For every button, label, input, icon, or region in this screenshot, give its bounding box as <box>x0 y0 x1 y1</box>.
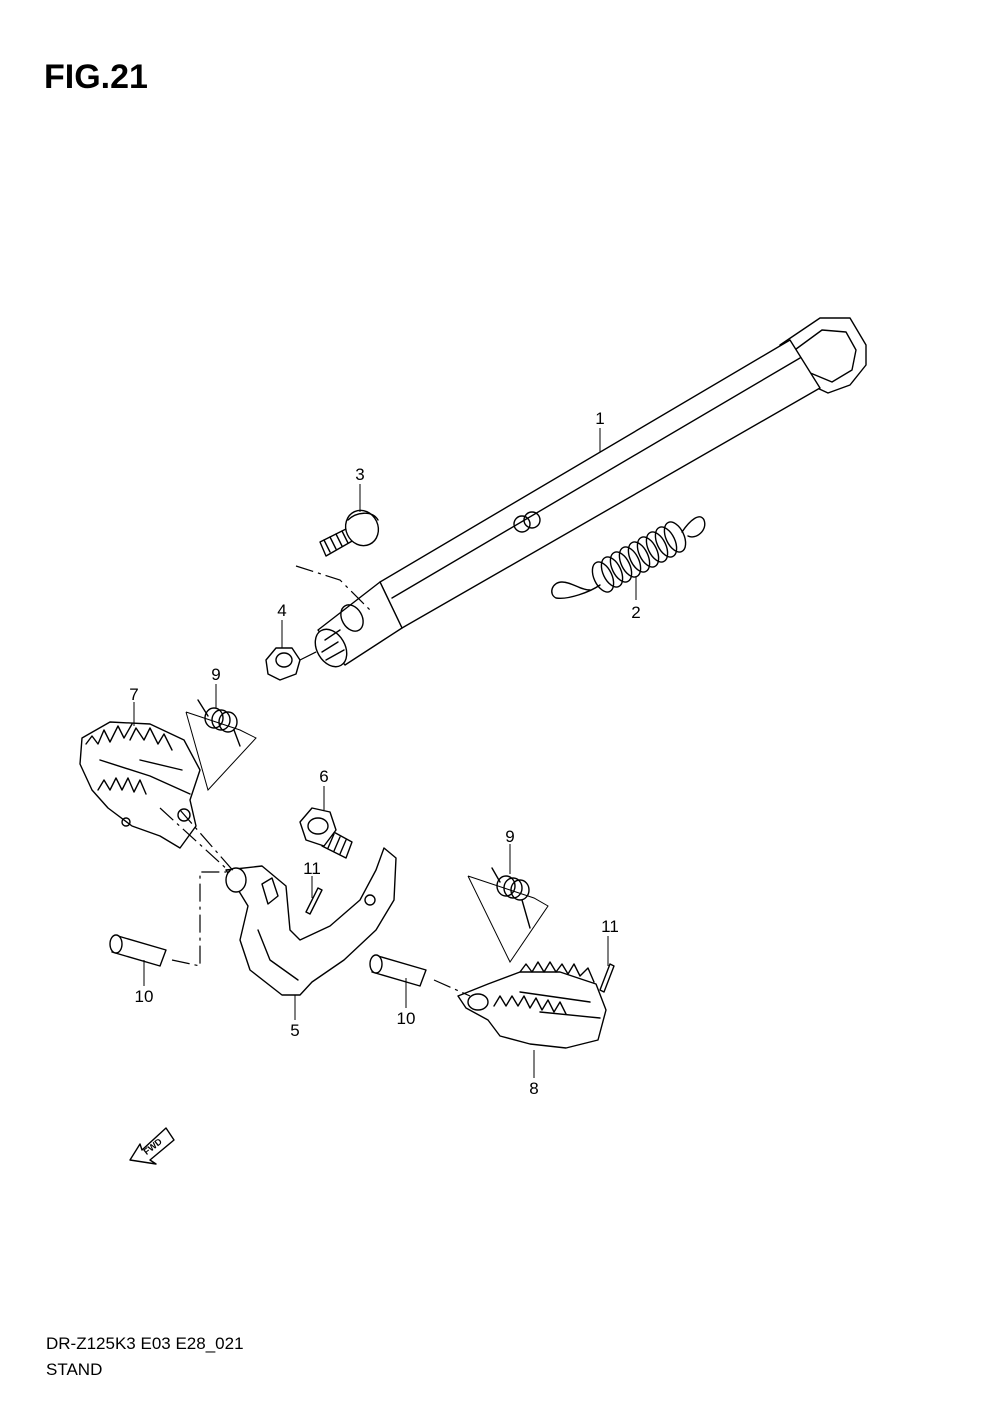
bracket-bolt <box>299 807 353 859</box>
callout-6: 6 <box>319 767 328 786</box>
callout-10-right: 10 <box>397 1009 416 1028</box>
footrest-spring-right <box>467 867 549 963</box>
callout-2: 2 <box>631 603 640 622</box>
side-stand-bar <box>314 317 867 668</box>
callout-10-left: 10 <box>135 987 154 1006</box>
fwd-arrow-icon: FWD <box>129 1127 175 1165</box>
footrest-pin-right <box>369 954 427 987</box>
stand-spring <box>551 516 706 600</box>
callout-4: 4 <box>277 601 286 620</box>
callout-7: 7 <box>129 685 138 704</box>
callout-1: 1 <box>595 409 604 428</box>
callout-3: 3 <box>355 465 364 484</box>
pivot-bolt <box>319 509 380 557</box>
callout-9-left: 9 <box>211 665 220 684</box>
callout-8: 8 <box>529 1079 538 1098</box>
callout-11-right: 11 <box>601 917 619 936</box>
callout-9-right: 9 <box>505 827 514 846</box>
diagram-code: DR-Z125K3 E03 E28_021 <box>46 1334 244 1353</box>
cotter-pin-left <box>305 887 323 915</box>
callout-5: 5 <box>290 1021 299 1040</box>
footrest-spring-left <box>185 699 257 791</box>
callout-11-left: 11 <box>303 859 321 878</box>
cotter-pin-right <box>599 963 615 993</box>
footrest-pin-left <box>109 934 167 967</box>
pivot-nut <box>265 647 301 681</box>
stand-bracket <box>225 847 397 996</box>
right-footrest <box>457 961 607 1049</box>
leader-lines <box>133 428 637 1078</box>
left-footrest <box>79 721 201 849</box>
section-name: STAND <box>46 1360 103 1379</box>
figure-title: FIG.21 <box>44 58 148 96</box>
